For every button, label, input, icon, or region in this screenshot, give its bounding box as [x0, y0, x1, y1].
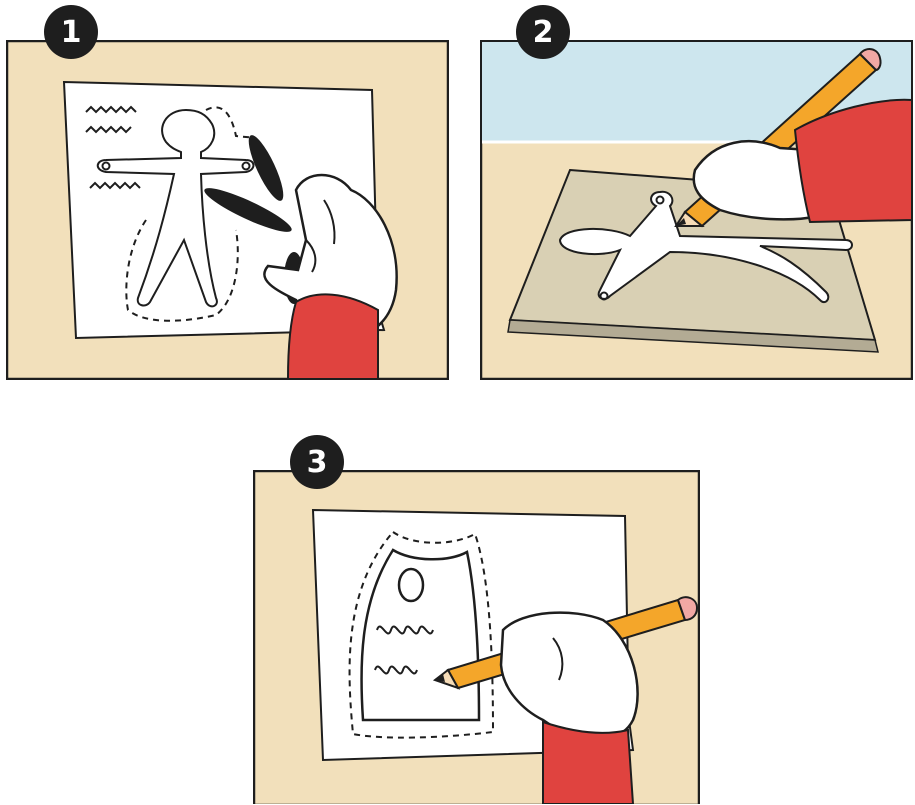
step-number-badge: 2	[516, 5, 570, 59]
step-number-badge: 1	[44, 5, 98, 59]
sleeve	[288, 294, 378, 379]
tag-icon	[361, 550, 479, 720]
sleeve	[543, 722, 633, 804]
step-2-panel	[480, 40, 913, 380]
step-1-panel	[6, 40, 449, 380]
step-3-panel	[253, 470, 700, 804]
step-number-badge: 3	[290, 435, 344, 489]
